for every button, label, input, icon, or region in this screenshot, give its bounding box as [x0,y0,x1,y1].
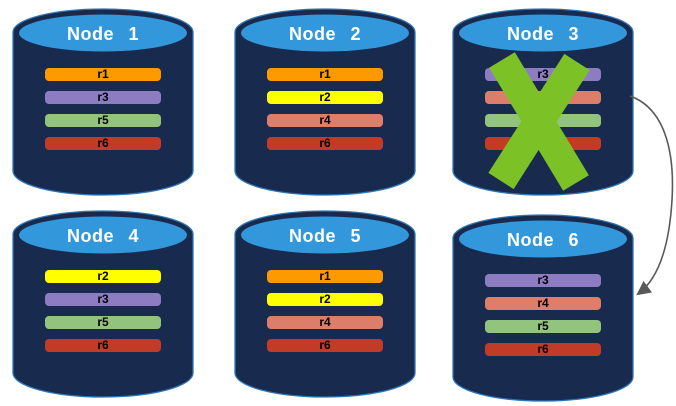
replica-label: r6 [319,136,331,150]
cylinder-top [241,216,409,254]
replica-bar: r3 [485,274,601,287]
replica-bar: r1 [45,68,161,81]
node-label: Node 2 [288,24,361,44]
replica-label [485,114,601,127]
node-label: Node 6 [506,230,579,250]
replica-bar: r3 [485,68,601,81]
replica-label: r1 [97,67,109,81]
replica-bar [485,114,601,127]
replica-bar [485,137,601,150]
replica-label: r4 [319,113,331,127]
replica-label: r5 [97,113,109,127]
replica-label: r2 [97,269,109,283]
replica-bar: r6 [45,339,161,352]
replica-bar: r5 [45,316,161,329]
replica-bar: r1 [267,68,383,81]
replica-label: r2 [319,292,331,306]
node-1: Node 1 r1 r3 r5 r6 [12,8,194,200]
cylinder-top [459,220,627,258]
replica-label [485,91,601,104]
replica-label: r6 [319,338,331,352]
replica-label: r3 [537,67,549,81]
node-2: Node 2 r1 r2 r4 r6 [234,8,416,200]
replica-label: r3 [97,292,109,306]
node-4: Node 4 r2 r3 r5 r6 [12,210,194,402]
replica-bar: r5 [485,320,601,333]
replica-label: r2 [319,90,331,104]
replica-bar: r2 [45,270,161,283]
replica-label [485,137,601,150]
replica-bar: r6 [45,137,161,150]
replica-bar: r6 [267,339,383,352]
node-6: Node 6 r3 r4 r5 r6 [452,214,634,406]
replica-bar: r1 [267,270,383,283]
replica-label: r1 [319,269,331,283]
replica-bar: r4 [485,297,601,310]
node-label: Node 5 [288,226,361,246]
replica-bar: r6 [267,137,383,150]
replica-label: r4 [319,315,331,329]
replica-label: r5 [97,315,109,329]
replica-label: r4 [537,296,549,310]
cylinder-top [19,14,187,52]
node-3: Node 3 r3 [452,8,634,200]
replica-bar [485,91,601,104]
replica-bar: r3 [45,293,161,306]
replica-label: r3 [97,90,109,104]
node-5: Node 5 r1 r2 r4 r6 [234,210,416,402]
replica-bar: r2 [267,293,383,306]
cylinder-top [241,14,409,52]
replica-label: r6 [97,338,109,352]
replica-label: r6 [537,342,549,356]
replica-bar: r4 [267,316,383,329]
replica-label: r5 [537,319,549,333]
cylinder-top [19,216,187,254]
replica-bar: r3 [45,91,161,104]
node-label: Node 4 [66,226,139,246]
replica-bar: r2 [267,91,383,104]
node-label: Node 3 [506,24,579,44]
node-label: Node 1 [66,24,139,44]
replica-label: r6 [97,136,109,150]
replica-bar: r5 [45,114,161,127]
failover-arrow-icon [629,95,674,296]
cylinder-top [459,14,627,52]
replica-label: r1 [319,67,331,81]
replica-label: r3 [537,273,549,287]
replica-bar: r6 [485,343,601,356]
replica-bar: r4 [267,114,383,127]
